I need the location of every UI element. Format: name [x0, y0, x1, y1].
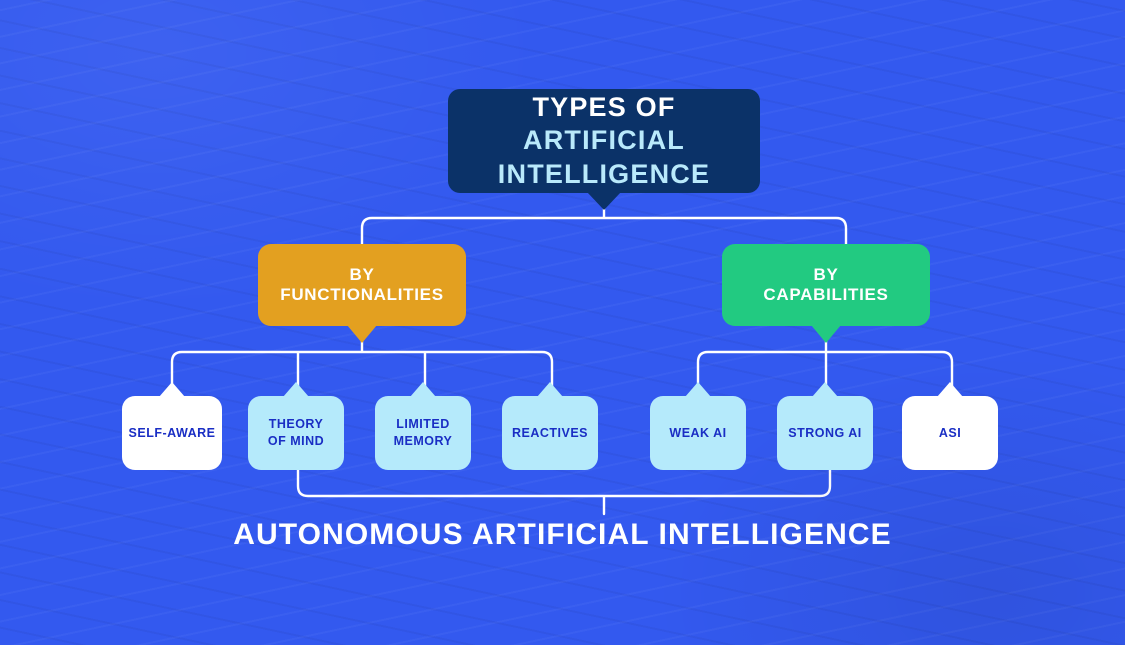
leaf-reactives-line-1: REACTIVES — [511, 425, 589, 440]
leaf-weak-tail-icon — [685, 382, 711, 397]
branch-card-by-functionalities[interactable]: BY FUNCTIONALITIES — [258, 244, 466, 343]
leaf-asi-tail-icon — [937, 382, 963, 397]
leaf-theory-line-1: THEORY — [268, 417, 324, 432]
title-line-2: ARTIFICIAL — [523, 125, 685, 156]
leaf-theory-line-2: OF MIND — [267, 434, 325, 448]
footer-banner-label: AUTONOMOUS ARTIFICIAL INTELLIGENCE — [233, 518, 892, 551]
connector-title-to-branches — [360, 205, 848, 246]
leaf-reactives-tail-icon — [537, 382, 563, 397]
connector-bottom-bracket — [296, 468, 832, 516]
title-card-tail-icon — [587, 192, 621, 210]
leaf-weak-line-1: WEAK AI — [669, 425, 727, 440]
leaf-limited-line-1: LIMITED — [396, 417, 450, 432]
branch-functionalities-line-1: BY — [349, 265, 375, 285]
leaf-limited-line-2: MEMORY — [393, 434, 453, 448]
leaf-card-limited-memory[interactable]: LIMITED MEMORY — [375, 382, 471, 470]
leaf-card-self-aware[interactable]: SELF-AWARE — [122, 382, 222, 470]
branch-functionalities-line-2: FUNCTIONALITIES — [280, 285, 444, 304]
title-line-1: TYPES OF — [532, 92, 676, 123]
branch-capabilities-tail-icon — [811, 325, 841, 343]
title-card: TYPES OF ARTIFICIAL INTELLIGENCE — [448, 89, 760, 210]
leaf-card-asi[interactable]: ASI — [902, 382, 998, 470]
leaf-card-weak-ai[interactable]: WEAK AI — [650, 382, 746, 470]
branch-card-by-capabilities[interactable]: BY CAPABILITIES — [722, 244, 930, 343]
branch-functionalities-tail-icon — [347, 325, 377, 343]
leaf-theory-tail-icon — [283, 382, 309, 397]
title-line-3: INTELLIGENCE — [497, 158, 711, 189]
leaf-card-theory-of-mind[interactable]: THEORY OF MIND — [248, 382, 344, 470]
branch-capabilities-line-1: BY — [813, 265, 839, 285]
branch-capabilities-line-2: CAPABILITIES — [763, 285, 889, 304]
leaf-asi-line-1: ASI — [938, 425, 962, 440]
leaf-card-reactives[interactable]: REACTIVES — [502, 382, 598, 470]
leaf-limited-tail-icon — [410, 382, 436, 397]
leaf-self-aware-tail-icon — [159, 382, 185, 397]
leaf-self-aware-line-1: SELF-AWARE — [128, 425, 216, 440]
leaf-card-strong-ai[interactable]: STRONG AI — [777, 382, 873, 470]
leaf-strong-tail-icon — [812, 382, 838, 397]
leaf-strong-line-1: STRONG AI — [788, 425, 862, 440]
